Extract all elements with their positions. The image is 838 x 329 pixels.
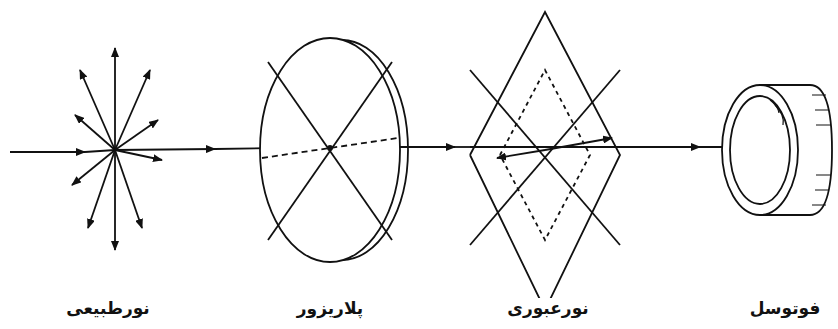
light-label: نورعبوری — [504, 298, 591, 318]
polarizer-label: پلاریزور — [294, 298, 366, 318]
photocell-label: فوتوسل — [747, 298, 824, 318]
light-label: نورطبیعی — [63, 298, 153, 318]
